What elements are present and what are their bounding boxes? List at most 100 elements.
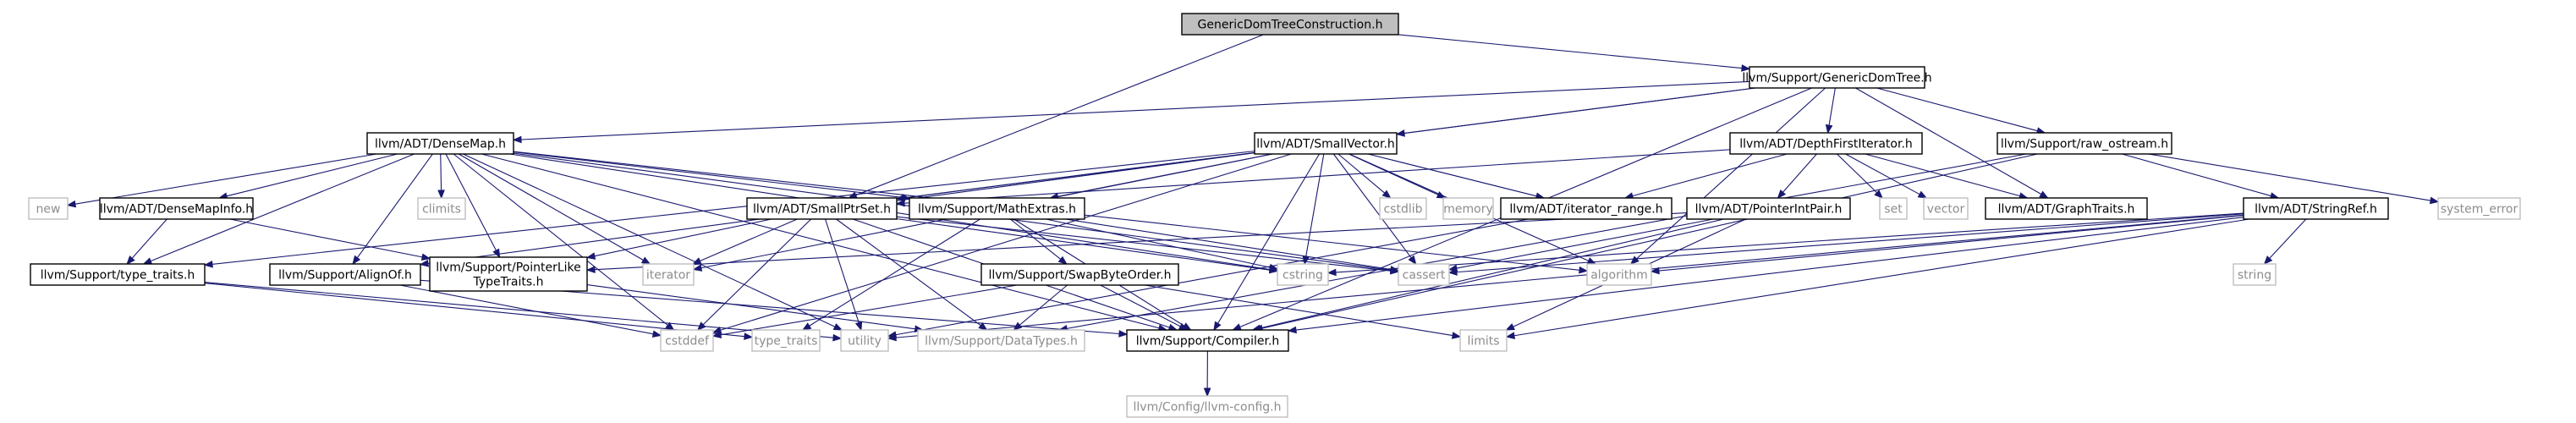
edge-line <box>895 218 1529 336</box>
node-box <box>909 197 1085 220</box>
node-label: llvm/ADT/SmallPtrSet.h <box>753 203 891 217</box>
node-box <box>99 197 254 220</box>
edge-line <box>2122 153 2271 197</box>
edge-arrowhead <box>585 266 596 274</box>
node-box <box>917 329 1085 352</box>
node-box <box>2233 263 2277 286</box>
node-smallptrset[interactable]: llvm/ADT/SmallPtrSet.h <box>746 197 898 220</box>
edge-arrowhead <box>2039 190 2049 199</box>
edge-line <box>226 153 398 197</box>
node-gdt[interactable]: llvm/Support/GenericDomTree.h <box>1742 66 1932 89</box>
node-box <box>1879 197 1908 220</box>
edge-arrowhead <box>895 199 905 207</box>
edge-compiler-to-llvmconfig <box>1203 350 1211 398</box>
edge-line <box>1335 212 2244 273</box>
node-rawostream[interactable]: llvm/Support/raw_ostream.h <box>1997 132 2172 155</box>
node-label: climits <box>422 203 461 217</box>
node-dfi[interactable]: llvm/ADT/DepthFirstIterator.h <box>1729 132 1923 155</box>
node-label: system_error <box>2441 203 2518 217</box>
node-mathextras[interactable]: llvm/Support/MathExtras.h <box>909 197 1085 220</box>
edge-arrowhead <box>692 264 703 272</box>
edge-smallptrset-to-ptrliketraits <box>585 218 772 260</box>
edge-line <box>1845 153 1920 195</box>
edge-densemap-to-climits <box>437 153 445 200</box>
node-syserror: system_error <box>2437 197 2521 220</box>
edge-dfi-to-iterrange <box>1623 153 1788 200</box>
node-box <box>1985 197 2148 220</box>
node-label: llvm/Support/type_traits.h <box>41 269 195 283</box>
edge-swapbyteorder-to-datatypes <box>1013 284 1068 331</box>
edge-arrowhead <box>1408 255 1417 266</box>
edge-stringref-to-compiler <box>1287 217 2244 334</box>
node-alignof[interactable]: llvm/Support/AlignOf.h <box>269 263 421 286</box>
edge-line <box>1019 284 1068 326</box>
node-box <box>1254 132 1398 155</box>
node-ptrintpair[interactable]: llvm/ADT/PointerIntPair.h <box>1686 197 1851 220</box>
node-densemap[interactable]: llvm/ADT/DenseMap.h <box>366 132 514 155</box>
node-smallvector[interactable]: llvm/ADT/SmallVector.h <box>1254 132 1398 155</box>
edge-densemap-to-new <box>66 153 377 208</box>
edge-line <box>1066 153 2027 329</box>
node-algorithm: algorithm <box>1586 263 1652 286</box>
edge-arrowhead <box>420 253 431 261</box>
node-densemapinfo[interactable]: llvm/ADT/DenseMapInfo.h <box>99 197 254 220</box>
node-iterrange[interactable]: llvm/ADT/iterator_range.h <box>1500 197 1672 220</box>
node-label: llvm/Support/AlignOf.h <box>278 269 412 283</box>
edge-smallvector-to-cstddef <box>711 153 1292 334</box>
node-label: llvm/Support/PointerLike <box>436 261 581 275</box>
edge-line <box>700 218 798 261</box>
edge-arrowhead <box>1013 321 1023 331</box>
node-datatypes: llvm/Support/DataTypes.h <box>917 329 1085 352</box>
edge-arrowhead <box>512 135 522 144</box>
edge-dfi-to-vector <box>1845 153 1928 199</box>
node-new: new <box>28 197 69 220</box>
edge-line <box>836 218 981 327</box>
node-box <box>1997 132 2172 155</box>
edge-mathextras-to-stdtypetraits <box>801 218 980 331</box>
edge-gdt-to-rawostream <box>1876 87 2046 135</box>
edge-line <box>1876 87 2038 132</box>
edge-line <box>2269 218 2307 259</box>
node-box <box>1277 263 1329 286</box>
node-box <box>1459 329 1508 352</box>
edge-arrowhead <box>203 260 213 268</box>
edge-arrowhead <box>711 326 722 334</box>
edge-smallptrset-to-utility <box>825 218 863 332</box>
edge-densemapinfo-to-ptrliketraits <box>229 218 431 261</box>
edge-arrowhead <box>1741 64 1751 72</box>
edge-mathextras-to-swapbyteorder <box>1009 218 1068 265</box>
node-box <box>980 263 1179 286</box>
edge-arrowhead <box>126 255 135 266</box>
edge-gdt-to-algorithm <box>1629 87 1826 265</box>
node-box <box>1126 395 1288 418</box>
edge-arrowhead <box>978 321 988 331</box>
edge-arrowhead <box>1586 257 1597 265</box>
node-label: llvm/ADT/DenseMap.h <box>375 138 506 151</box>
edge-densemap-to-alignof <box>352 153 433 266</box>
edge-line <box>513 151 903 198</box>
node-box <box>28 197 69 220</box>
node-label: algorithm <box>1590 269 1648 283</box>
node-label: GenericDomTreeConstruction.h <box>1198 19 1383 32</box>
node-typetraits[interactable]: llvm/Support/type_traits.h <box>30 263 206 286</box>
edge-arrowhead <box>66 200 77 208</box>
edge-line <box>481 153 1160 329</box>
node-compiler[interactable]: llvm/Support/Compiler.h <box>1126 329 1289 352</box>
node-stringref[interactable]: llvm/ADT/StringRef.h <box>2243 197 2389 220</box>
node-swapbyteorder[interactable]: llvm/Support/SwapByteOrder.h <box>980 263 1179 286</box>
edge-arrowhead <box>640 256 651 265</box>
node-label: set <box>1884 203 1903 217</box>
edge-line <box>904 151 1255 199</box>
node-box <box>30 263 206 286</box>
node-gdtc[interactable]: GenericDomTreeConstruction.h <box>1181 13 1399 36</box>
node-graphtraits[interactable]: llvm/ADT/GraphTraits.h <box>1985 197 2148 220</box>
edge-line <box>463 153 836 327</box>
node-box <box>269 263 421 286</box>
edge-stringref-to-utility <box>887 214 2244 342</box>
node-label: iterator <box>646 269 690 283</box>
edge-arrowhead <box>1203 387 1211 398</box>
edge-arrowhead <box>1447 268 1458 276</box>
node-label: memory <box>1443 203 1493 217</box>
